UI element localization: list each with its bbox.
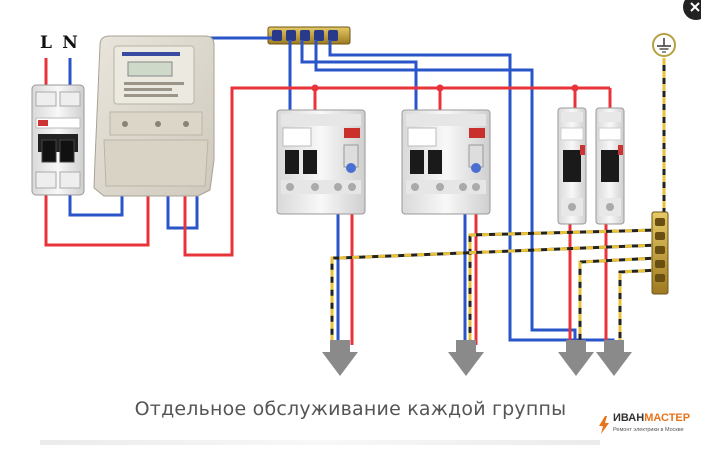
brand-name: ИВАНМАСТЕР bbox=[613, 412, 690, 424]
neutral-bus-bar bbox=[267, 26, 351, 45]
brand-name-part2: МАСТЕР bbox=[644, 412, 691, 424]
label-line: L bbox=[40, 33, 52, 53]
brand-tagline: Ремонт электрики в Москве bbox=[613, 427, 684, 433]
bottom-divider bbox=[40, 440, 600, 445]
close-icon bbox=[690, 2, 700, 12]
phase-wires bbox=[44, 58, 612, 345]
close-button[interactable] bbox=[683, 0, 701, 20]
lightning-icon bbox=[599, 416, 609, 434]
ground-icon bbox=[652, 33, 676, 57]
breaker-1 bbox=[557, 107, 587, 225]
rcbo-2 bbox=[401, 109, 491, 215]
earth-bus-bar bbox=[651, 211, 669, 295]
brand-name-part1: ИВАН bbox=[613, 412, 645, 424]
rcbo-1 bbox=[276, 109, 366, 215]
brand-logo: ИВАНМАСТЕР Ремонт электрики в Москве bbox=[595, 412, 701, 442]
electricity-meter bbox=[93, 35, 215, 197]
earth-wires bbox=[330, 58, 666, 345]
outlet-arrow-icon bbox=[596, 340, 632, 376]
main-breaker bbox=[31, 84, 85, 196]
phase-junction-dots bbox=[311, 84, 579, 92]
outlet-arrow-icon bbox=[322, 340, 358, 376]
caption: Отдельное обслуживание каждой группы bbox=[134, 398, 567, 420]
outlet-arrow-icon bbox=[448, 340, 484, 376]
breaker-2 bbox=[595, 107, 625, 225]
outlet-arrow-icon bbox=[558, 340, 594, 376]
label-neutral: N bbox=[62, 33, 78, 53]
